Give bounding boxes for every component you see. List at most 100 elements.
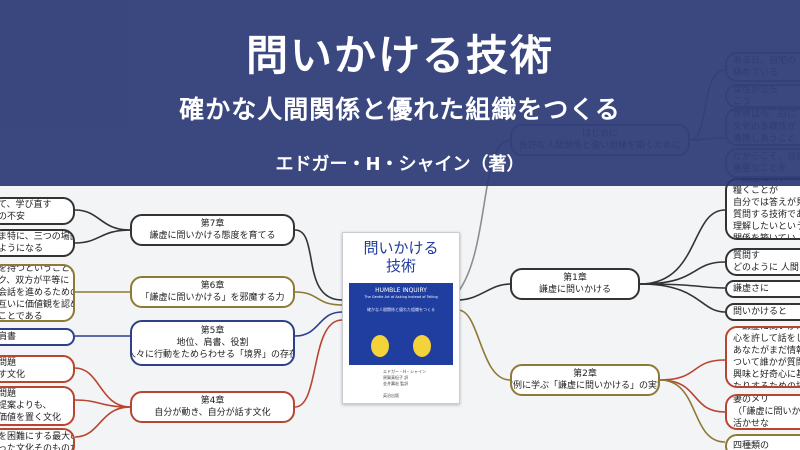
book-title-line-2: 技術: [385, 257, 416, 275]
left-leaf-1[interactable]: て、学び直すの不安: [0, 197, 75, 225]
left-leaf-5[interactable]: 問題す文化: [0, 355, 75, 383]
node-text-line: 「謙虚に問いかける」を邪魔する力: [140, 293, 285, 303]
node-text-line: った文化そのものだ: [0, 444, 75, 450]
node-text-line: ク、双方が平等に: [0, 276, 70, 286]
head-silhouette-icon: [371, 335, 389, 357]
node-text-line: 価値を置く文化: [0, 413, 62, 423]
book-author-line-2: 原賀真紀子 訳: [383, 375, 409, 380]
book-cover[interactable]: 問いかける 技術 HUMBLE INQUIRY The Gentle Art o…: [342, 232, 460, 404]
node-text-line: を困難にする最大の要: [0, 432, 73, 442]
book-cover-band: HUMBLE INQUIRY The Gentle Art of Asking …: [349, 283, 453, 365]
edge-l2: [74, 229, 131, 244]
left-leaf-4[interactable]: 肩書: [0, 328, 75, 346]
edge-r9: [659, 359, 726, 381]
node-text-line: どのように 人間: [733, 263, 799, 273]
edge-r5: [639, 209, 726, 285]
node-text-line: （「謙虚に問いか: [733, 407, 800, 417]
edge-r8: [639, 283, 726, 313]
node-text-line: す文化: [0, 370, 26, 380]
node-text-line: 互いに価値観を認める: [0, 300, 73, 310]
node-text-line: ま特に、三つの場面で: [0, 232, 73, 242]
node-text-line: 活かせな: [733, 419, 770, 429]
right-leaf-7[interactable]: 謙虚さに: [725, 280, 800, 298]
left-leaf-3[interactable]: を持つということは、ク、双方が平等に会話を進めるための互いに価値観を認めることで…: [0, 264, 75, 322]
node-text-line: ことである: [0, 312, 43, 322]
book-author-line-3: 金井壽宏 監訳: [383, 381, 409, 386]
edge-l6: [74, 399, 131, 408]
node-text-line: 妻のメリ: [733, 395, 770, 405]
node-text-line: 実例に学ぶ「謙虚に問いかける」の実践: [510, 381, 660, 391]
book-author-block: エドガー・H・シャイン 原賀真紀子 訳 金井壽宏 監訳: [383, 369, 426, 387]
right-leaf-8[interactable]: 問いかけると: [725, 303, 800, 321]
right-leaf-10[interactable]: 妻のメリ （「謙虚に問いか活かせな: [725, 394, 800, 430]
page-subtitle: 確かな人間関係と優れた組織をつくる: [179, 95, 621, 124]
node-text-line: 謙虚に問いかける: [538, 285, 611, 295]
right-leaf-11[interactable]: 四種類の: [725, 434, 800, 450]
chapter-5-node[interactable]: 第5章地位、肩書、役割人々に行動をためらわせる「境界」の存在: [130, 320, 295, 366]
page-title: 問いかける技術: [245, 31, 554, 80]
node-text-line: の不安: [0, 212, 26, 222]
book-band-subtitle: 確かな人間関係と優れた組織をつくる: [367, 307, 435, 312]
edge-ch6: [294, 291, 343, 306]
edge-ch4: [294, 319, 343, 408]
node-text-line: 関係を築いてい: [733, 234, 796, 240]
node-text-line: を持つということは、: [0, 264, 73, 274]
book-author-line-1: エドガー・H・シャイン: [383, 369, 427, 374]
edge-ch5: [294, 311, 343, 337]
edge-l1: [74, 209, 131, 231]
edge-r11: [659, 379, 726, 443]
book-publisher: 英治出版: [383, 393, 399, 398]
node-text-line: 肩書: [0, 332, 17, 342]
left-leaf-6[interactable]: 問題提案よりも、価値を置く文化: [0, 386, 75, 426]
node-text-line: 第2章: [573, 369, 597, 379]
node-text-line: 質問す: [733, 251, 761, 261]
book-english-line-2: The Gentle Art of Asking Instead of Tell…: [364, 295, 438, 299]
node-text-line: 問いかけると: [733, 307, 788, 317]
node-text-line: 第4章: [200, 396, 225, 406]
node-text-line: 理解したいという: [733, 222, 800, 232]
node-text-line: 人々に行動をためらわせる「境界」の存在: [130, 350, 295, 360]
node-text-line: 自分では答えが見: [733, 198, 800, 208]
chapter-6-node[interactable]: 第6章「謙虚に問いかける」を邪魔する力: [130, 276, 295, 308]
edge-ch7: [294, 229, 343, 301]
chapter-2-node[interactable]: 第2章実例に学ぶ「謙虚に問いかける」の実践: [510, 364, 660, 396]
node-text-line: 地位、肩書、役割: [176, 338, 249, 348]
edge-l7: [74, 406, 131, 438]
left-leaf-7[interactable]: を困難にする最大の要った文化そのものだ: [0, 428, 75, 450]
node-text-line: 心を許して話をして: [733, 334, 800, 344]
author-credit: エドガー・H・シャイン（著）: [275, 154, 525, 175]
book-title-line-1: 問いかける: [363, 239, 439, 257]
node-text-line: 第1章: [563, 273, 587, 283]
node-text-line: 謙虚さに: [733, 284, 770, 294]
node-text-line: 第6章: [200, 281, 225, 291]
chapter-7-node[interactable]: 第7章謙虚に問いかける態度を育てる: [130, 214, 295, 246]
node-text-line: 興味と好奇心に基: [733, 370, 800, 380]
node-text-line: あなたがまだ情報: [733, 346, 800, 356]
node-text-line: ついて誰かが質問し: [733, 358, 800, 368]
node-text-line: 問題: [0, 389, 17, 399]
node-text-line: 自分が動き、自分が話す文化: [154, 408, 271, 418]
node-text-line: て、学び直す: [0, 200, 52, 210]
node-text-line: 質問する技術であ: [733, 210, 800, 220]
left-leaf-2[interactable]: ま特に、三つの場面でようになる: [0, 229, 75, 257]
node-text-line: 「謙虚に問いかけ: [733, 326, 800, 332]
right-leaf-6[interactable]: 質問すどのように 人間: [725, 248, 800, 276]
right-leaf-5[interactable]: 「謙虚に問い糧くことが自分では答えが見質問する技術であ理解したいという関係を築い…: [725, 178, 800, 240]
edge-ch1: [457, 283, 511, 301]
chapter-4-node[interactable]: 第4章自分が動き、自分が話す文化: [130, 391, 295, 423]
node-text-line: 問題: [0, 358, 17, 368]
node-text-line: 第7章: [200, 219, 225, 229]
chapter-1-node[interactable]: 第1章謙虚に問いかける: [510, 268, 640, 300]
book-cover-title: 問いかける 技術: [343, 239, 459, 275]
title-banner: 問いかける技術 確かな人間関係と優れた組織をつくる エドガー・H・シャイン（著）: [0, 0, 800, 186]
node-text-line: 謙虚に問いかける態度を育てる: [149, 231, 276, 241]
edge-ch2: [457, 309, 511, 381]
node-text-line: 糧くことが: [733, 186, 779, 196]
node-text-line: 四種類の: [733, 441, 770, 450]
right-leaf-9[interactable]: 「謙虚に問いかけ心を許して話をしてあなたがまだ情報ついて誰かが質問し興味と好奇心…: [725, 326, 800, 388]
node-text-line: 提案よりも、: [0, 401, 52, 411]
head-silhouette-icon: [413, 335, 431, 357]
book-english-line-1: HUMBLE INQUIRY: [375, 287, 427, 294]
